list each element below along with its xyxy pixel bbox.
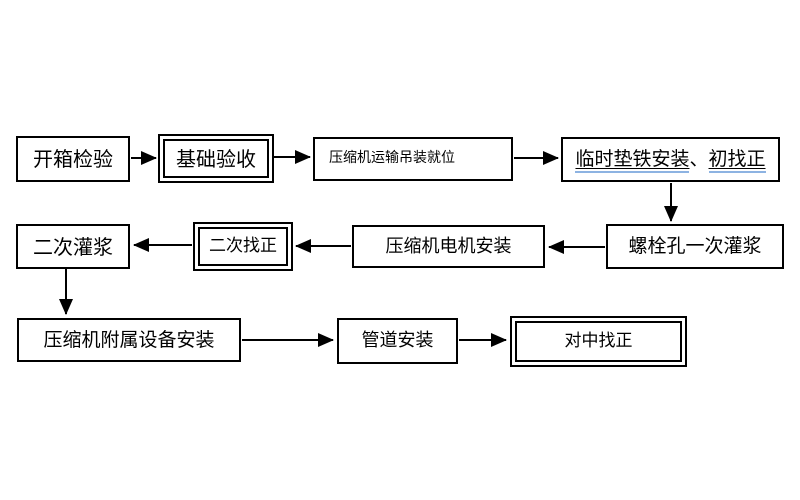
node-foundation-acceptance: 基础验收 xyxy=(158,134,274,183)
node-bolt-hole-first-grouting: 螺栓孔一次灌浆 xyxy=(606,224,784,269)
underlined-text: 初找正 xyxy=(708,148,766,174)
separator-text: 、 xyxy=(689,148,709,171)
node-label: 压缩机电机安装 xyxy=(385,235,512,257)
node-label: 临时垫铁安装、初找正 xyxy=(575,148,766,174)
node-label: 管道安装 xyxy=(361,330,434,352)
node-label: 对中找正 xyxy=(564,331,633,352)
node-compressor-auxiliary-equipment-install: 压缩机附属设备安装 xyxy=(17,318,241,362)
node-label: 压缩机运输吊装就位 xyxy=(329,150,455,167)
node-piping-install: 管道安装 xyxy=(337,318,458,364)
node-unboxing-inspection: 开箱检验 xyxy=(16,136,130,182)
node-secondary-alignment: 二次找正 xyxy=(193,222,293,271)
node-label: 压缩机附属设备安装 xyxy=(43,328,215,351)
underlined-text: 临时垫铁安装 xyxy=(575,148,690,174)
node-compressor-motor-install: 压缩机电机安装 xyxy=(352,225,545,268)
node-temporary-shim-install-initial-alignment: 临时垫铁安装、初找正 xyxy=(561,137,780,182)
node-label: 开箱检验 xyxy=(33,147,113,171)
node-label: 螺栓孔一次灌浆 xyxy=(628,235,762,258)
node-label: 基础验收 xyxy=(176,146,256,171)
node-secondary-grouting: 二次灌浆 xyxy=(16,224,130,269)
node-label: 二次灌浆 xyxy=(33,234,113,259)
node-compressor-transport-positioning: 压缩机运输吊装就位 xyxy=(313,137,513,181)
node-label: 二次找正 xyxy=(209,236,277,257)
node-center-alignment: 对中找正 xyxy=(510,316,687,367)
